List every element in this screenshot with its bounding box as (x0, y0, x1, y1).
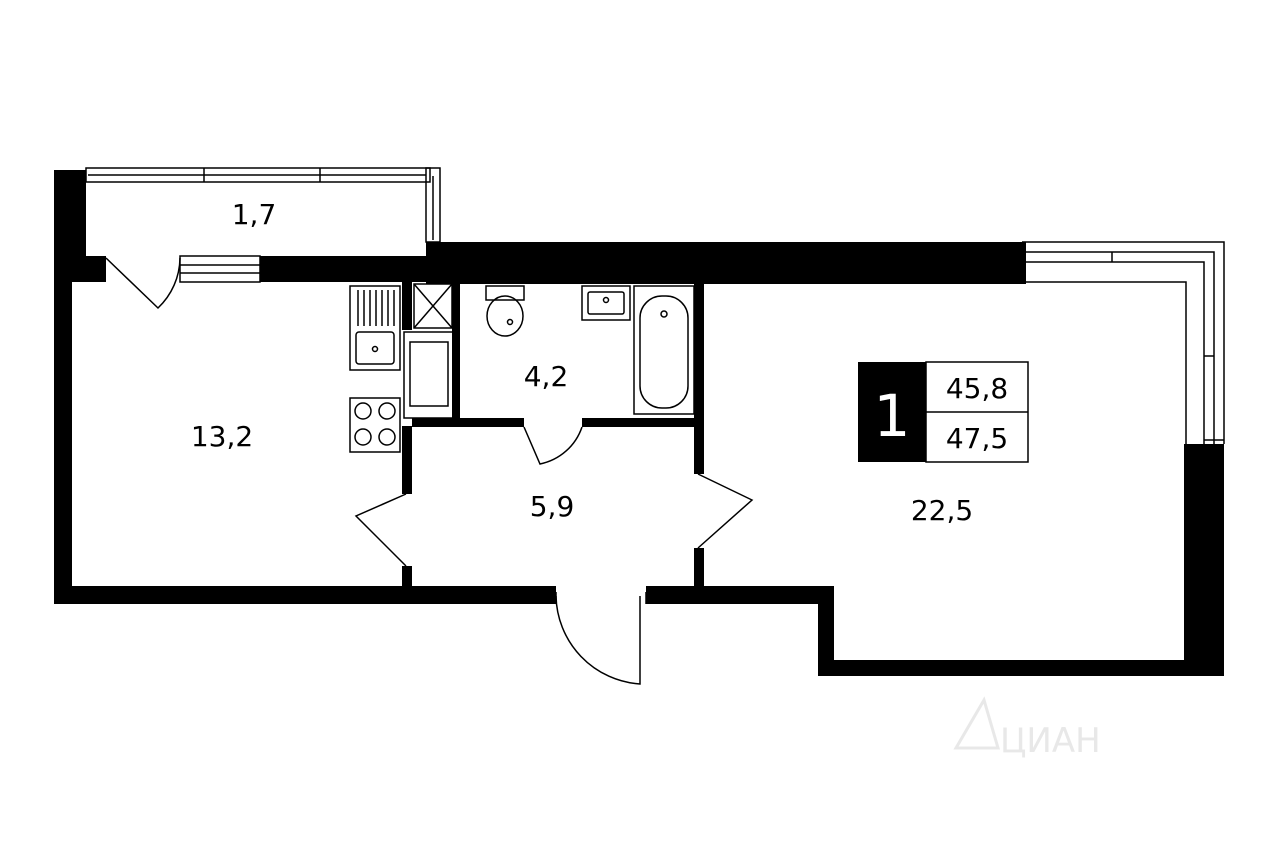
watermark: ЦИАН (953, 696, 1101, 761)
bathroom-door (523, 426, 583, 465)
hallway-area-label: 5,9 (530, 490, 575, 523)
room-labels: 1,7 13,2 4,2 5,9 22,5 (191, 198, 973, 527)
stove (349, 397, 401, 453)
entrance-door (555, 595, 641, 685)
wall-bottom-left (54, 586, 556, 604)
wall-living-left-lower (694, 548, 704, 588)
wall-kitchen-right-mid (402, 426, 412, 494)
living-room-area-label: 22,5 (911, 494, 973, 527)
kitchen-window (179, 255, 261, 283)
wall-bottom-mid (646, 586, 834, 604)
ventilation-shaft (413, 283, 453, 329)
kitchen-area-label: 13,2 (191, 420, 253, 453)
wall-kitchen-right-upper (402, 282, 412, 330)
wall-living-bottom (818, 660, 1224, 676)
washing-machine (403, 331, 455, 419)
bathtub (633, 285, 695, 415)
wall-shaft-right (452, 282, 460, 426)
watermark-logo-icon (953, 696, 1000, 750)
wall-step (818, 586, 834, 676)
drain-board-lines (357, 290, 395, 326)
balcony-door (105, 257, 181, 310)
balcony-glazing-right (425, 167, 441, 243)
wall-top-main (426, 242, 1026, 284)
kitchen-door (354, 493, 407, 567)
balcony-glazing-top (85, 167, 431, 183)
wall-kitchen-right-lower (402, 566, 412, 588)
wall-kitchen-top (260, 256, 426, 282)
area-badge: 1 45,8 47,5 (858, 361, 1029, 463)
rooms-count-box (858, 362, 926, 462)
walls (54, 170, 1224, 676)
toilet (485, 285, 525, 337)
wall-bath-bottom-right (582, 418, 698, 427)
fixtures (349, 283, 695, 453)
living-window (1022, 241, 1225, 444)
washbasin (581, 285, 631, 321)
wall-left-corner (54, 170, 86, 282)
total-area: 47,5 (946, 422, 1008, 455)
wall-bath-bottom-left (412, 418, 524, 427)
balcony-area-label: 1,7 (232, 198, 277, 231)
bathroom-area-label: 4,2 (524, 360, 569, 393)
kitchen-sink (349, 285, 401, 371)
living-area: 45,8 (946, 372, 1008, 405)
wall-living-left-upper (694, 282, 704, 474)
watermark-text: ЦИАН (1000, 721, 1101, 761)
living-door (697, 473, 754, 549)
rooms-count: 1 (874, 382, 911, 450)
windows (85, 167, 1225, 444)
wall-right (1184, 444, 1224, 676)
wall-balcony-left-stub (86, 256, 106, 282)
doors (105, 257, 754, 685)
